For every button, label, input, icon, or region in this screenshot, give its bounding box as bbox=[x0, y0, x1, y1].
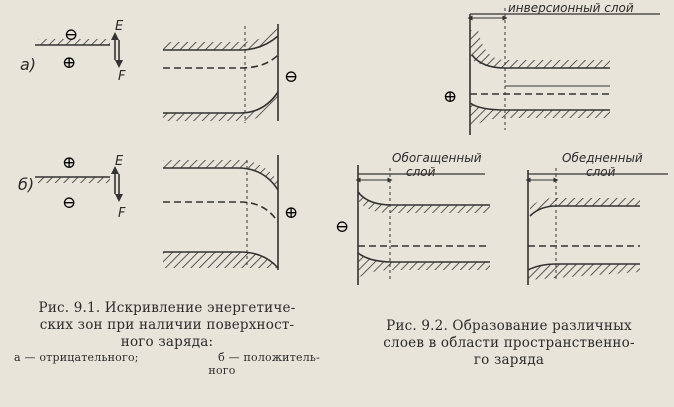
fig1b-band-charge: ⊕ bbox=[284, 203, 298, 223]
fig2-caption-line2: слоев в области пространственно- bbox=[383, 335, 635, 351]
fig1-caption-line2: ских зон при наличии поверхност- bbox=[39, 317, 295, 333]
fig2-inversion-charge: ⊕ bbox=[443, 87, 457, 107]
fig1-caption-sub-a: а — отрицательного; bbox=[14, 351, 139, 364]
fig1a-band-charge: ⊖ bbox=[284, 67, 298, 87]
fig1a-band-diagram bbox=[163, 24, 279, 123]
fig1b-surface-charge: ⊕ bbox=[62, 153, 76, 173]
fig1a-field-f-label: F bbox=[118, 69, 126, 84]
fig1a-surface-charge: ⊖ bbox=[64, 25, 78, 45]
fig1-caption: Рис. 9.1. Искривление энергетиче- ских з… bbox=[14, 300, 320, 377]
fig1b-band-diagram bbox=[163, 155, 279, 270]
fig1a-field-arrows bbox=[111, 32, 123, 68]
fig1a-bulk-charge: ⊕ bbox=[62, 53, 76, 73]
fig1b-surface-sketch bbox=[35, 176, 110, 183]
fig1b-field-arrows bbox=[111, 166, 123, 202]
fig1a-surface-sketch bbox=[35, 39, 110, 46]
fig2-accumulation-label-line1: Обогащенный bbox=[392, 151, 482, 165]
fig2-inversion-label: инверсионный слой bbox=[508, 1, 634, 15]
fig2-caption: Рис. 9.2. Образование различных слоев в … bbox=[356, 318, 662, 369]
fig2-depletion-diagram bbox=[525, 168, 668, 285]
fig2-caption-line3: го заряда bbox=[473, 352, 545, 368]
fig2-depletion-label-line2: слой bbox=[586, 165, 616, 179]
fig1-caption-line3: ного заряда: bbox=[120, 334, 214, 350]
fig1a-field-e-label: E bbox=[115, 19, 124, 34]
fig1-caption-line1: Рис. 9.1. Искривление энергетиче- bbox=[38, 300, 296, 316]
fig2-accumulation-label-line2: слой bbox=[406, 165, 436, 179]
figure-canvas: а) ⊖ ⊕ E F ⊖ б) ⊕ ⊖ E F ⊕ инверсионный с… bbox=[18, 1, 668, 285]
fig2-depletion-label-line1: Обедненный bbox=[562, 151, 643, 165]
fig1b-bulk-charge: ⊖ bbox=[62, 193, 76, 213]
fig1b-field-e-label: E bbox=[115, 154, 124, 169]
fig1b-label: б) bbox=[18, 175, 34, 194]
fig1b-field-f-label: F bbox=[118, 206, 126, 221]
fig2-accumulation-diagram bbox=[355, 165, 490, 285]
fig2-caption-line1: Рис. 9.2. Образование различных bbox=[386, 318, 632, 334]
fig1-caption-sub-b: б — положитель- bbox=[218, 351, 320, 364]
fig1-caption-sub-c: ного bbox=[208, 364, 236, 377]
fig1a-label: а) bbox=[20, 55, 36, 74]
fig2-inversion-diagram bbox=[467, 8, 660, 135]
fig2-accumulation-charge: ⊖ bbox=[335, 217, 349, 237]
